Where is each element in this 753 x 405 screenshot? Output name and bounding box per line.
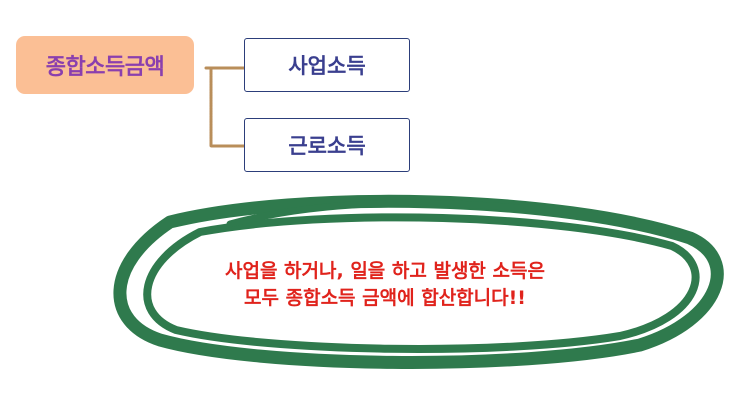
child-node-business-income: 사업소득 <box>244 38 410 92</box>
root-node: 종합소득금액 <box>16 36 194 94</box>
ellipse-stroke-tail <box>226 199 524 228</box>
connector-line <box>204 66 246 148</box>
child-node-label: 사업소득 <box>288 54 366 78</box>
root-node-label: 종합소득금액 <box>45 55 165 80</box>
ellipse-stroke-inner <box>143 213 700 353</box>
child-node-label: 근로소득 <box>288 134 366 158</box>
summary-note: 사업을 하거나, 일을 하고 발생한 소득은 모두 종합소득 금액에 합산합니다… <box>150 258 620 312</box>
child-node-earned-income: 근로소득 <box>244 118 410 172</box>
summary-note-line-2: 모두 종합소득 금액에 합산합니다!! <box>244 287 526 309</box>
summary-note-line-1: 사업을 하거나, 일을 하고 발생한 소득은 <box>225 260 545 282</box>
